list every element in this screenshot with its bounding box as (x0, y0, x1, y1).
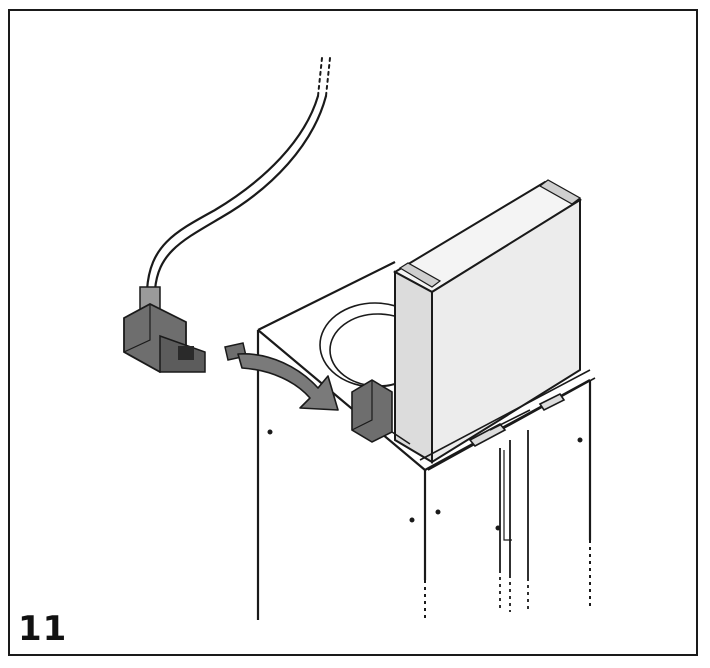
power-plug-icon (123, 286, 206, 374)
chimney-housing (256, 261, 592, 620)
power-socket (351, 379, 411, 445)
insert-arrow-icon (237, 353, 339, 411)
illustration-frame (8, 9, 698, 656)
electronics-panel (392, 179, 583, 464)
mounting-bracket (419, 369, 596, 471)
power-cable (145, 57, 331, 292)
step-number: 11 (18, 609, 68, 649)
